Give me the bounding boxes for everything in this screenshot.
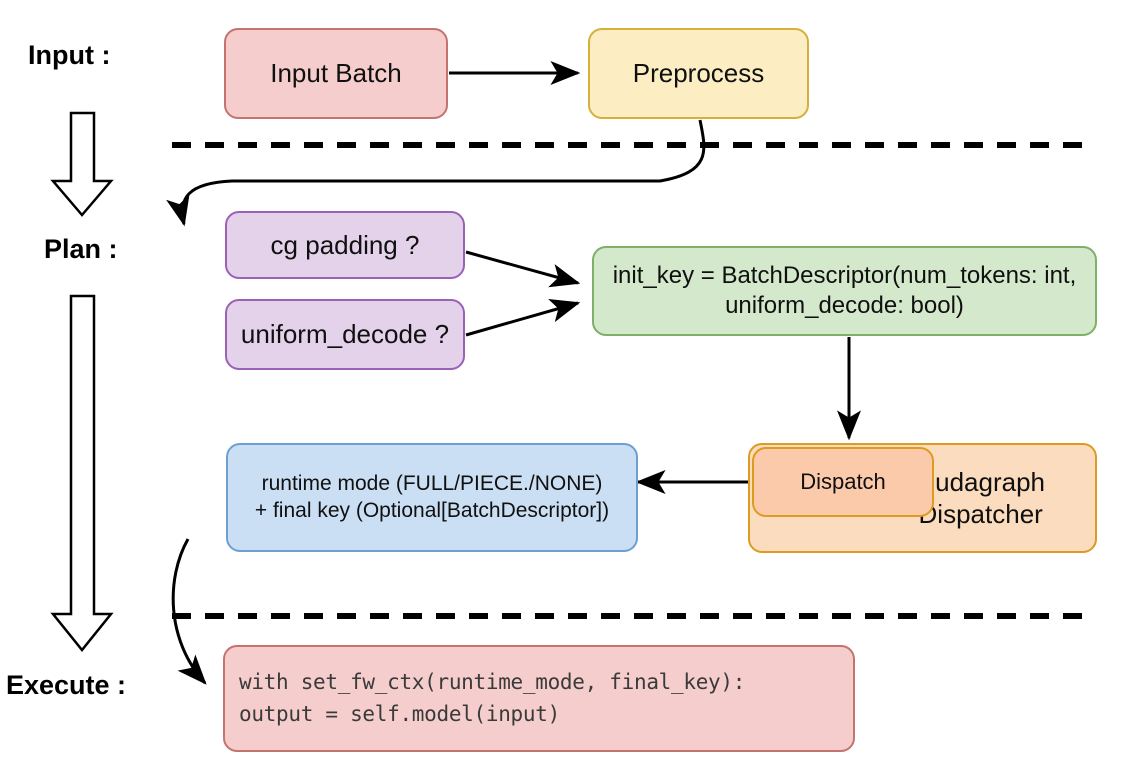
- stage-label-execute: Execute :: [6, 670, 127, 700]
- stage-label-plan: Plan :: [44, 234, 118, 264]
- node-input-batch[interactable]: Input Batch: [224, 28, 448, 119]
- plan-to-execute-arrow: [50, 294, 114, 652]
- edge-cg-padding-to-init-key: [465, 250, 581, 288]
- edge-runtime-mode-to-execute-code: [171, 538, 207, 685]
- node-runtime-mode[interactable]: runtime mode (FULL/PIECE./NONE) + final …: [226, 443, 638, 552]
- edge-preprocess-to-cg-padding: [166, 119, 706, 227]
- node-dispatch[interactable]: Dispatch: [752, 447, 934, 517]
- node-execute-code[interactable]: with set_fw_ctx(runtime_mode, final_key)…: [223, 645, 855, 752]
- stage-label-input: Input :: [28, 40, 111, 70]
- edge-uniform-decode-to-init-key: [465, 299, 581, 337]
- node-uniform-decode[interactable]: uniform_decode ?: [225, 299, 465, 370]
- node-init-key[interactable]: init_key = BatchDescriptor(num_tokens: i…: [592, 246, 1097, 336]
- node-cg-padding[interactable]: cg padding ?: [225, 211, 465, 279]
- input-to-plan-arrow: [50, 111, 114, 217]
- node-preprocess[interactable]: Preprocess: [588, 28, 809, 119]
